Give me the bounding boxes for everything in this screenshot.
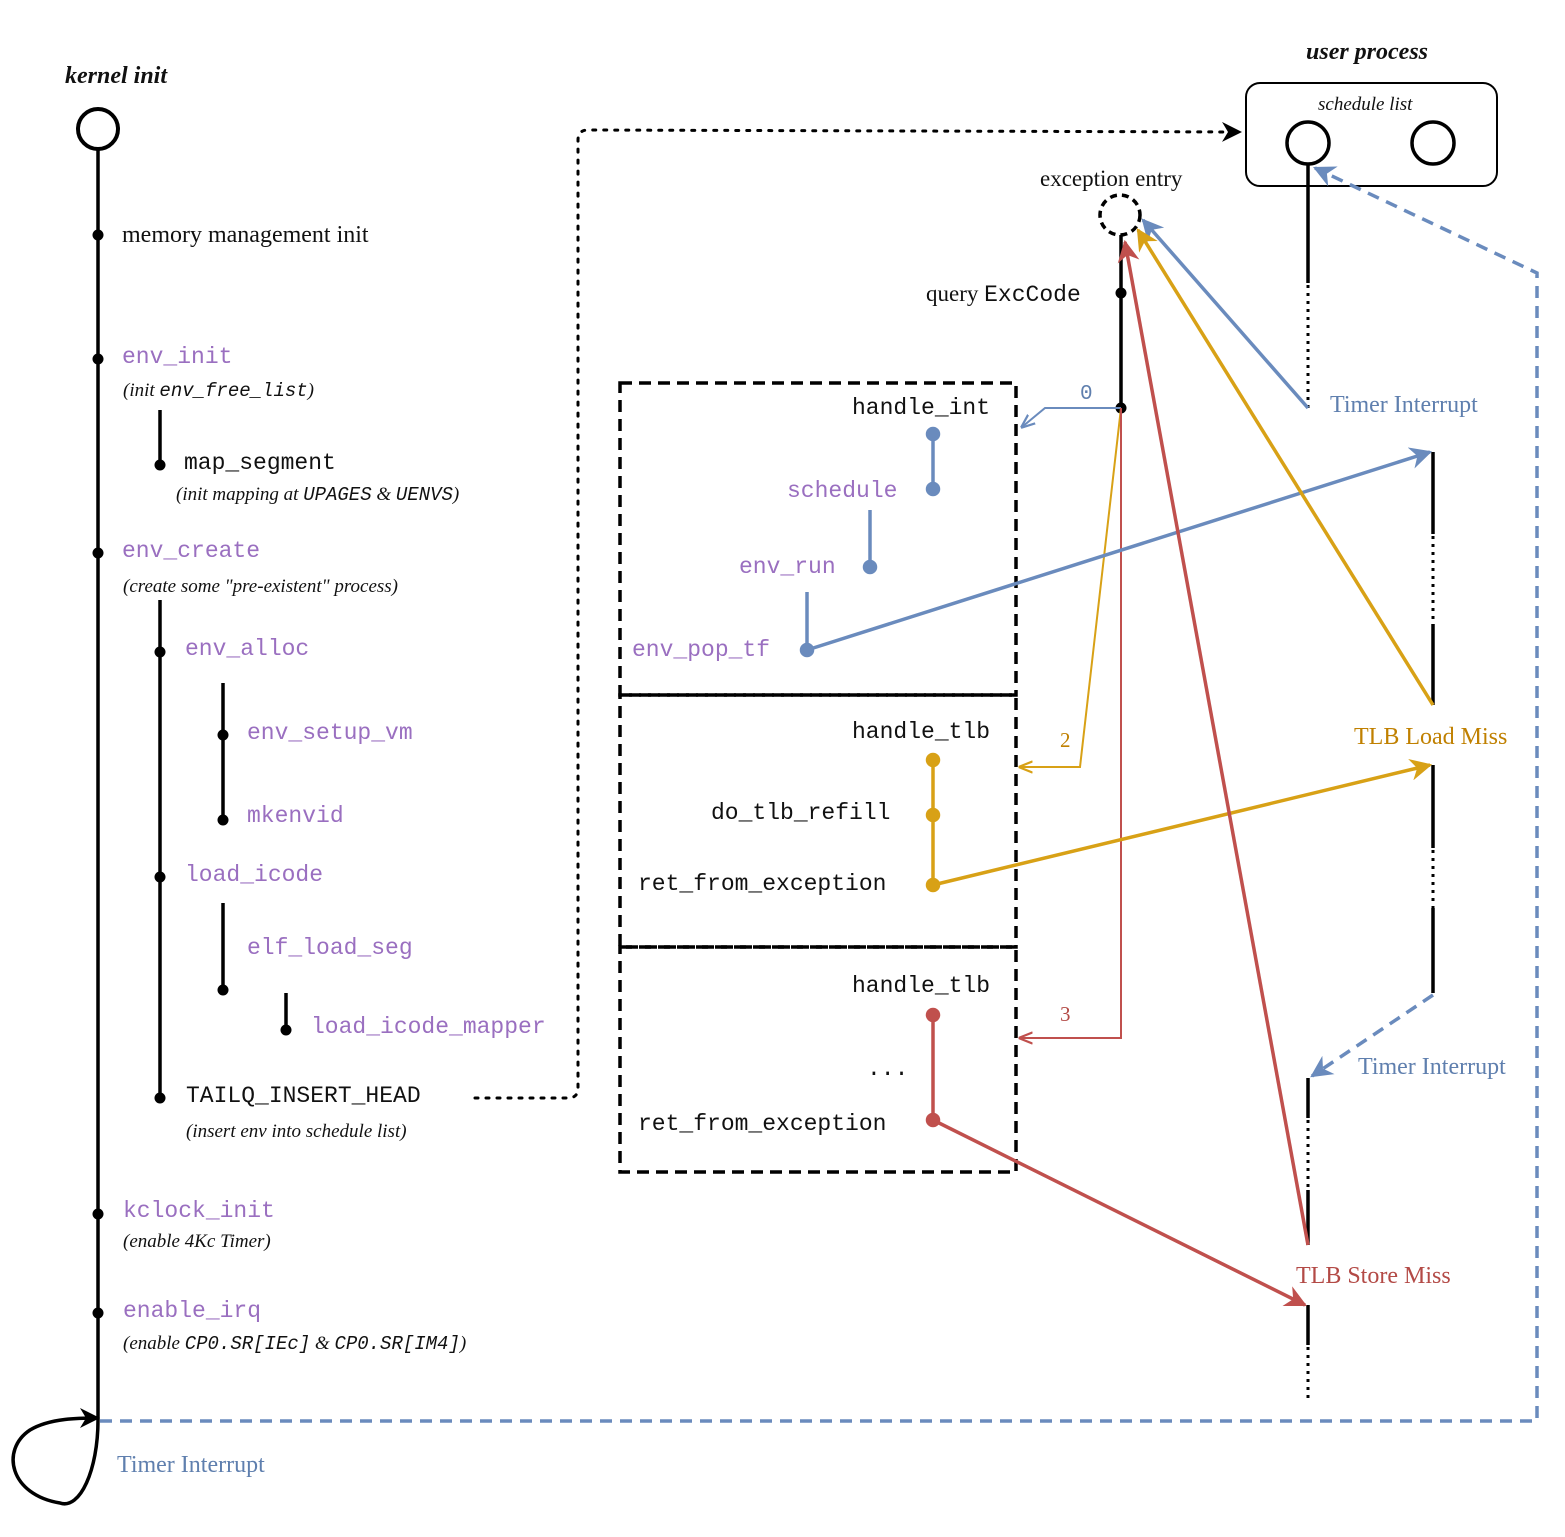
elf-load-seg-label: elf_load_seg bbox=[247, 935, 413, 961]
dot-tailq-insert-head bbox=[154, 1092, 166, 1104]
env-pop-tf-return-arrow bbox=[806, 447, 1433, 652]
kernel-start-node bbox=[76, 107, 120, 151]
memory-management-init-label: memory management init bbox=[122, 222, 369, 248]
kernel-timer-interrupt-label: Timer Interrupt bbox=[117, 1452, 265, 1478]
enable-irq-label: enable_irq bbox=[123, 1298, 262, 1324]
timer-interrupt-to-entry-arrow bbox=[1141, 218, 1310, 410]
dispatch-to-handle-int bbox=[1022, 407, 1121, 427]
handle-tlb-store-box bbox=[618, 945, 1018, 1174]
env-setup-vm-label: env_setup_vm bbox=[247, 720, 413, 746]
ret-from-exception-load-label: ret_from_exception bbox=[638, 871, 887, 897]
exccode-tlbs-label: 3 bbox=[1060, 1002, 1071, 1026]
env-init-note: (init env_free_list) bbox=[123, 380, 314, 402]
handle-tlb-load-label: handle_tlb bbox=[852, 719, 991, 745]
dot-load-icode-mapper bbox=[280, 1024, 292, 1036]
schedule-label: schedule bbox=[787, 478, 898, 504]
do-tlb-refill-label: do_tlb_refill bbox=[711, 800, 891, 826]
schedule-list-label: schedule list bbox=[1318, 94, 1413, 115]
enable-irq-note: (enable CP0.SR[IEc] & CP0.SR[IM4]) bbox=[123, 1333, 467, 1355]
dot-mkenvid bbox=[217, 814, 229, 826]
tailq-insert-head-label: TAILQ_INSERT_HEAD bbox=[186, 1083, 421, 1109]
kernel-init-title: kernel init bbox=[65, 63, 168, 89]
dot-mm-init bbox=[92, 229, 104, 241]
dot-elf-load-seg bbox=[217, 984, 229, 996]
exception-entry-label: exception entry bbox=[1040, 166, 1183, 191]
env-run-label: env_run bbox=[739, 554, 836, 580]
tlb-load-miss-to-entry-arrow bbox=[1136, 228, 1435, 706]
map-segment-note: (init mapping at UPAGES & UENVS) bbox=[176, 484, 460, 506]
env-create-note: (create some "pre-existent" process) bbox=[123, 576, 398, 597]
dispatch-to-handle-tlb-store bbox=[1020, 408, 1122, 1038]
kernel-timer-dispatch-dashed-path bbox=[100, 166, 1539, 1423]
query-exccode-label: query ExcCode bbox=[926, 281, 1081, 308]
kernel-idle-loop bbox=[11, 1408, 100, 1506]
process-1-timeline bbox=[1306, 164, 1435, 1400]
kclock-init-label: kclock_init bbox=[123, 1198, 275, 1224]
dot-map-segment bbox=[154, 459, 166, 471]
handle-tlb-store-chain bbox=[925, 1007, 941, 1128]
dot-env-alloc bbox=[154, 646, 166, 658]
dot-env-setup-vm bbox=[217, 729, 229, 741]
store-ellipsis-label: ... bbox=[867, 1056, 909, 1082]
load-icode-label: load_icode bbox=[185, 862, 324, 888]
env-pop-tf-label: env_pop_tf bbox=[632, 637, 771, 663]
tlb-store-miss-to-entry-arrow bbox=[1117, 239, 1310, 1246]
dot-enable-irq bbox=[92, 1307, 104, 1319]
dot-env-init bbox=[92, 353, 104, 365]
dot-load-icode bbox=[154, 871, 166, 883]
mkenvid-label: mkenvid bbox=[247, 803, 344, 829]
dot-kclock-init bbox=[92, 1208, 104, 1220]
env-create-label: env_create bbox=[122, 538, 261, 564]
timer-interrupt-1-label: Timer Interrupt bbox=[1330, 392, 1478, 418]
load-icode-mapper-label: load_icode_mapper bbox=[311, 1014, 546, 1040]
tlb-store-return-arrow bbox=[932, 1118, 1307, 1307]
tailq-insert-head-note: (insert env into schedule list) bbox=[186, 1121, 407, 1142]
insert-to-schedule-list-path bbox=[473, 121, 1242, 1100]
schedule-list-box bbox=[1245, 82, 1498, 187]
tlb-store-miss-label: TLB Store Miss bbox=[1296, 1263, 1451, 1289]
timer-interrupt-2-label: Timer Interrupt bbox=[1358, 1054, 1506, 1080]
exception-entry-node bbox=[1098, 193, 1142, 237]
user-process-title: user process bbox=[1306, 39, 1429, 65]
handle-int-box bbox=[618, 381, 1018, 697]
dispatch-to-handle-tlb-load bbox=[1020, 407, 1122, 767]
kclock-init-note: (enable 4Kc Timer) bbox=[123, 1231, 271, 1252]
map-segment-label: map_segment bbox=[184, 450, 336, 476]
tlb-load-miss-label: TLB Load Miss bbox=[1354, 724, 1508, 750]
exccode-int-label: 0 bbox=[1080, 383, 1093, 406]
ret-from-exception-store-label: ret_from_exception bbox=[638, 1111, 887, 1137]
tlb-load-return-arrow bbox=[932, 758, 1433, 887]
env-init-label: env_init bbox=[122, 344, 233, 370]
dot-env-create bbox=[92, 547, 104, 559]
dot-query-exccode bbox=[1115, 287, 1127, 299]
exccode-tlbl-label: 2 bbox=[1060, 728, 1071, 752]
handle-int-chain bbox=[799, 426, 941, 658]
process-node-1 bbox=[1285, 120, 1331, 166]
handle-tlb-load-chain bbox=[925, 752, 941, 893]
env-alloc-label: env_alloc bbox=[185, 636, 310, 662]
process-node-2 bbox=[1410, 120, 1456, 166]
kernel-timeline-dots bbox=[92, 229, 292, 1319]
handle-tlb-store-label: handle_tlb bbox=[852, 973, 991, 999]
handle-int-label: handle_int bbox=[852, 395, 991, 421]
timer-switch-dashed-arrow bbox=[1310, 993, 1434, 1078]
